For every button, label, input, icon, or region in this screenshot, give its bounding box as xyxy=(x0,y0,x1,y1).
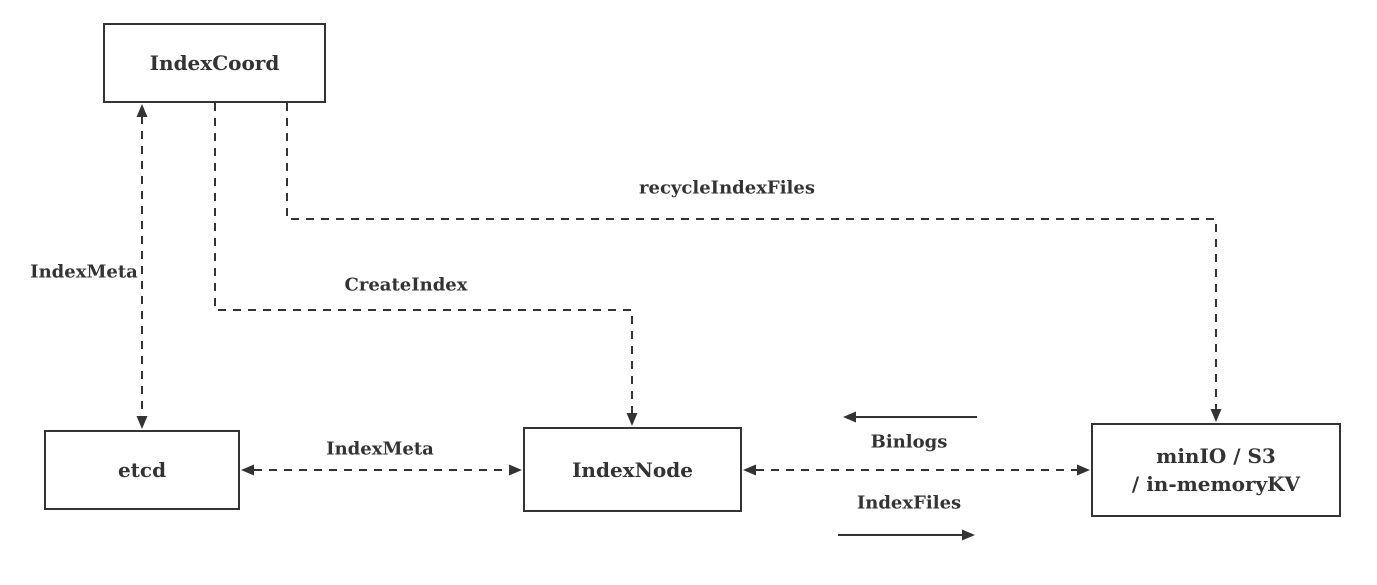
edge-label-recycleindexfiles: recycleIndexFiles xyxy=(639,177,815,199)
edge-recycleindexfiles-line xyxy=(286,103,1217,409)
edge-label-createindex: CreateIndex xyxy=(344,274,468,296)
edge-label-indexmeta-horizontal: IndexMeta xyxy=(326,438,434,460)
node-indexnode: IndexNode xyxy=(523,427,742,512)
edge-createindex-line xyxy=(214,103,633,413)
arrowhead-down-into-etcd xyxy=(136,416,148,429)
node-indexnode-label: IndexNode xyxy=(572,457,693,482)
arrowhead-up-into-indexcoord xyxy=(136,104,148,117)
node-etcd: etcd xyxy=(44,430,240,510)
node-storage: minIO / S3 / in-memoryKV xyxy=(1091,423,1341,517)
arrowhead-down-into-storage xyxy=(1210,409,1222,422)
arrowhead-right-into-indexnode xyxy=(509,464,522,476)
node-indexcoord-label: IndexCoord xyxy=(149,51,280,75)
arrowhead-right-into-storage xyxy=(1077,464,1090,476)
edge-label-indexmeta-vertical: IndexMeta xyxy=(30,261,138,283)
edge-label-indexfiles: IndexFiles xyxy=(856,492,962,514)
arrowhead-indexfiles-right xyxy=(962,529,975,541)
arrowhead-down-into-indexnode xyxy=(626,413,638,426)
arrowhead-left-into-etcd xyxy=(241,464,254,476)
node-indexcoord: IndexCoord xyxy=(103,23,326,103)
node-etcd-label: etcd xyxy=(117,458,167,482)
arrowhead-binlogs-left xyxy=(843,411,856,423)
node-storage-label: minIO / S3 / in-memoryKV xyxy=(1131,444,1301,496)
edge-label-binlogs: Binlogs xyxy=(870,431,948,453)
arrowhead-left-into-indexnode xyxy=(743,464,756,476)
